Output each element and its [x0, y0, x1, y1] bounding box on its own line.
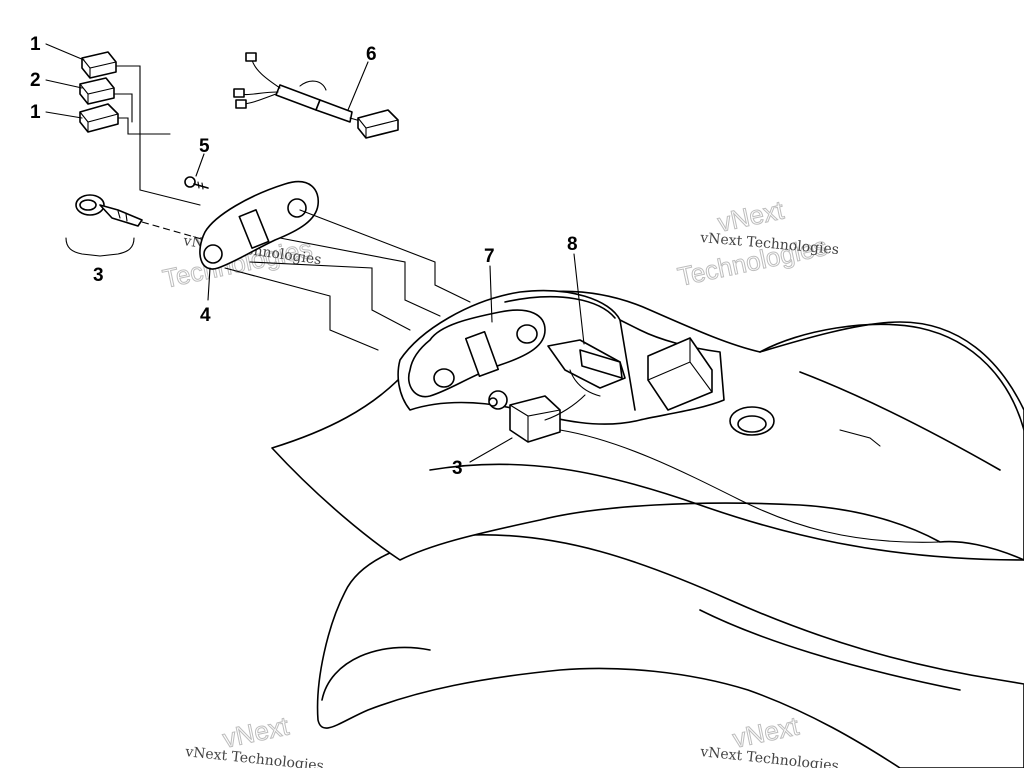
callout-8: 8 — [567, 234, 578, 255]
bracket-7-hole-left — [433, 368, 455, 388]
connector-1-bottom-edge — [79, 111, 119, 133]
bracket-4-hole-right — [287, 198, 307, 218]
leader-lines — [45, 43, 585, 463]
fender-arch-lip — [699, 609, 961, 691]
fender-tail — [271, 290, 1024, 561]
connector-1-bottom — [79, 103, 119, 133]
connector-8-wire — [569, 369, 601, 397]
callout-1-top: 1 — [30, 34, 41, 55]
harness-terminal-2 — [233, 88, 245, 98]
leader-1-top — [45, 43, 85, 61]
callout-2: 2 — [30, 70, 41, 91]
part-7-bracket — [408, 309, 546, 398]
screw-head — [184, 176, 196, 188]
leader-7 — [489, 265, 493, 323]
screw-shank — [193, 183, 209, 189]
harness-wires-left — [239, 59, 281, 105]
callout-4: 4 — [200, 305, 211, 326]
guide-line-2 — [113, 93, 133, 123]
guide-line-7 — [224, 267, 379, 351]
leader-2 — [45, 79, 83, 89]
guide-line-6 — [249, 261, 411, 331]
fender-center-line — [839, 429, 881, 447]
switch-edges — [509, 404, 561, 443]
fender-arch — [316, 533, 1024, 768]
switch-wire — [544, 394, 586, 421]
harness-plug — [357, 109, 399, 139]
junction-box-edges — [647, 337, 713, 393]
key-ring-inner — [79, 199, 97, 211]
bracket-4-slot — [238, 209, 270, 249]
connector-2-edge — [79, 83, 115, 105]
leader-6 — [347, 61, 369, 111]
callout-numbers: 1 2 1 5 6 3 4 7 8 3 — [30, 34, 578, 479]
fender-mount-hole-inner — [737, 415, 767, 433]
rear-fender — [271, 289, 1024, 768]
part-4-bracket — [199, 180, 319, 270]
connector-1-top-edge — [81, 57, 117, 79]
part-6-harness — [233, 52, 399, 139]
callout-1-bottom: 1 — [30, 102, 41, 123]
callout-3-switch: 3 — [452, 458, 463, 479]
bracket-7-label — [464, 330, 500, 378]
connector-8-cap — [579, 349, 623, 379]
part-5-screw — [184, 176, 209, 190]
guide-line-3 — [117, 117, 171, 135]
part-1-2-connectors — [79, 51, 119, 133]
key-blade — [99, 204, 143, 227]
assembly-lines — [113, 65, 471, 351]
plate-housing-top — [504, 296, 616, 319]
fender-rib — [559, 429, 941, 543]
part-8-connector — [547, 339, 626, 397]
switch-key-slot — [488, 397, 498, 407]
callout-3-key: 3 — [93, 265, 104, 286]
harness-sleeve — [315, 99, 353, 123]
leader-3-switch — [469, 437, 513, 463]
leader-1-bottom — [45, 111, 83, 119]
harness-terminal-1 — [245, 52, 257, 62]
harness-plug-edge — [357, 117, 399, 139]
screw-thread — [197, 181, 204, 190]
leader-8 — [573, 253, 585, 345]
harness-tube — [275, 84, 321, 111]
harness-terminal-3 — [235, 99, 247, 109]
watermark-4-line1: vNext Technologies — [699, 744, 840, 768]
guide-line-4 — [299, 209, 471, 303]
guide-line-1 — [115, 65, 201, 206]
guide-line-5 — [279, 237, 441, 317]
leader-4 — [207, 267, 211, 301]
housing-side — [619, 319, 636, 411]
fender-rear-bulge — [759, 323, 1024, 431]
key-teeth — [117, 210, 128, 222]
callout-6: 6 — [366, 44, 377, 65]
switch-body — [509, 395, 561, 443]
harness-branch — [299, 80, 327, 91]
bracket-4-hole-left — [203, 244, 223, 264]
watermark-3-line2: vNext — [220, 711, 292, 754]
part-3-key — [75, 194, 143, 227]
callout-7: 7 — [484, 246, 495, 267]
fender-crease — [429, 463, 1024, 561]
leader-5 — [195, 153, 205, 177]
fender-arch-inner — [321, 646, 431, 701]
bracket-3-key — [65, 237, 135, 257]
bracket-7-hole-right — [516, 324, 538, 344]
part-3-ignition-switch — [488, 390, 586, 443]
fender-rear-curve — [799, 371, 1001, 471]
callout-5: 5 — [199, 136, 210, 157]
